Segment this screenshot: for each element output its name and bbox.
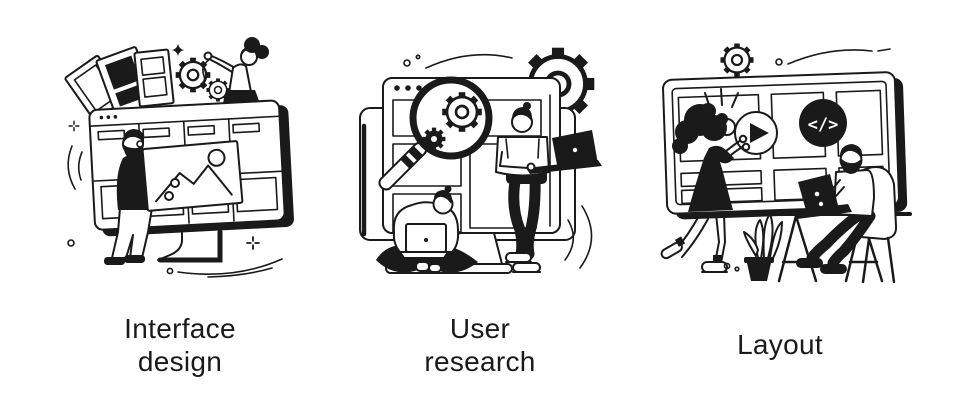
caption-interface-design: Interface design [30, 312, 330, 378]
plant-icon [743, 213, 783, 281]
standing-researcher-with-laptop [495, 102, 602, 273]
decor-arcs-right [564, 205, 593, 269]
laptop-icon [526, 130, 602, 174]
caption-line: Layout [737, 329, 823, 361]
sparkle-icon [246, 236, 260, 250]
sparkle-icon [68, 120, 80, 132]
decor-arc-top [403, 53, 513, 69]
hand [170, 178, 180, 188]
caption-layout: Layout [620, 312, 940, 378]
woman-arranging-figure [660, 103, 751, 273]
laptop-icon [399, 223, 449, 259]
monitor-stand [157, 221, 223, 263]
code-badge-icon: </> [799, 99, 847, 147]
image-placeholder-icon [141, 140, 244, 212]
sparkle-icon [171, 43, 185, 57]
hand [164, 191, 174, 201]
scene-layout-illustration: </> [660, 0, 912, 284]
gear-icon [721, 44, 754, 77]
caption-line: Interface [124, 312, 236, 344]
svg-text:</>: </> [808, 115, 839, 135]
caption-line: design [137, 346, 223, 377]
scene-user-research-illustration [359, 0, 602, 274]
decor-arcs-bottom [166, 258, 283, 278]
caption-user-research: User research [330, 312, 630, 378]
magnifier-icon [378, 76, 493, 191]
hair [672, 103, 728, 154]
scene-interface-design-illustration [64, 37, 294, 278]
decor-arcs-left [67, 145, 83, 247]
developer-at-desk-figure [793, 144, 876, 274]
sitting-researcher-with-laptop [376, 185, 478, 273]
decor-arc-top [775, 48, 891, 66]
caption-line: User [449, 312, 511, 344]
caption-line: research [424, 346, 536, 377]
photo-cards-icon [64, 46, 175, 121]
